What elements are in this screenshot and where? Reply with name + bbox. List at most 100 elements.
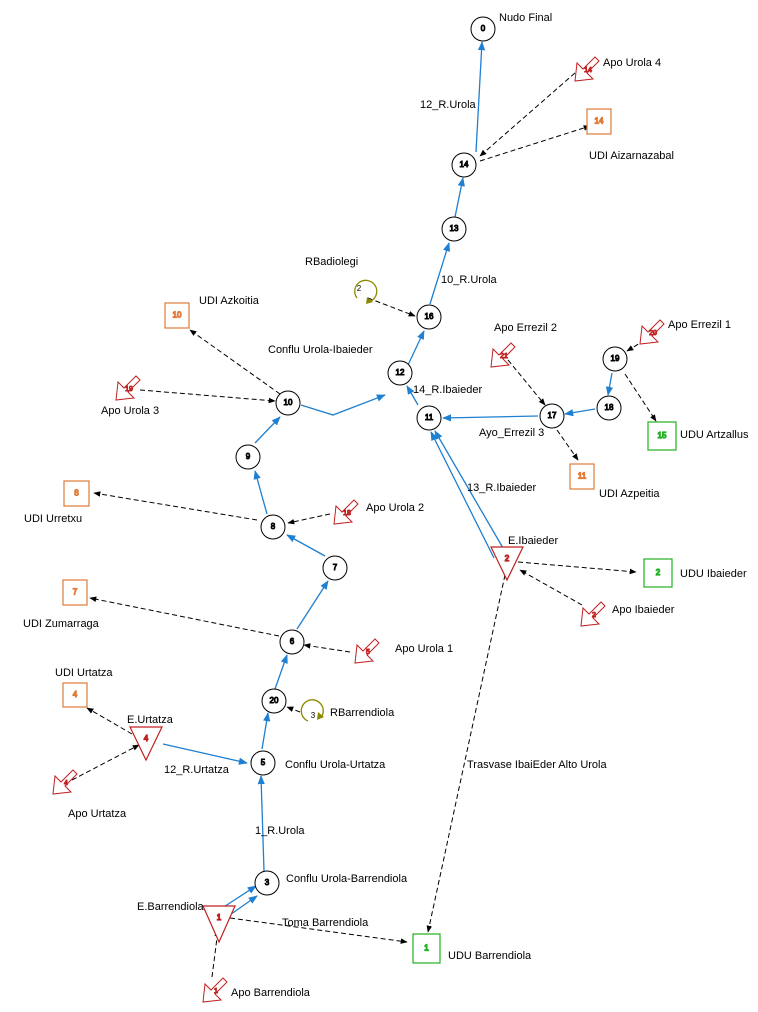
node-16[interactable]: 16 [416,304,442,330]
udi-box-14[interactable]: 14 [586,108,612,135]
dlink-a18-8[interactable] [287,513,331,525]
node-5[interactable]: 5 [250,750,276,776]
apo-20[interactable]: 20 [639,319,665,345]
svg-text:3: 3 [265,878,270,887]
node-17[interactable]: 17 [539,403,565,429]
node-0[interactable]: 0 [470,16,496,42]
dlink-10-b10[interactable] [189,329,281,395]
udu-box-1[interactable]: 1 [412,933,441,964]
reservoir-triangles: 1 2 4 [129,546,524,944]
svg-text:7: 7 [333,563,338,572]
svg-text:11: 11 [578,472,587,481]
udu-box-15[interactable]: 15 [647,421,677,451]
dlink-a19-10[interactable] [139,389,276,404]
label-10-r-urola: 10_R.Urola [441,274,498,286]
udi-box-8[interactable]: 8 [63,480,90,507]
apo-inflows: 14 19 18 5 4 1 2 20 21 [52,56,665,1003]
dlink-e1-g1[interactable] [229,917,408,944]
udi-box-10[interactable]: 10 [164,302,190,329]
reservoir-e1[interactable]: 1 [202,905,236,944]
apo-4[interactable]: 4 [52,769,78,795]
apo-2[interactable]: 2 [580,601,606,627]
label-nudo-final: Nudo Final [499,12,552,24]
node-10[interactable]: 10 [275,390,301,416]
udi-box-7[interactable]: 7 [62,579,88,606]
link-18-17[interactable] [564,408,596,417]
apo-14[interactable]: 14 [574,56,600,82]
link-14-0[interactable] [475,41,486,153]
node-19[interactable]: 19 [602,346,628,372]
dlink-a14-14[interactable] [479,72,576,157]
svg-text:19: 19 [611,354,620,363]
label-conflu-urola-urtatza: Conflu Urola-Urtatza [285,759,386,771]
svg-text:2: 2 [592,612,596,619]
small-reservoir-r2[interactable]: 2 [354,279,378,304]
dlink-19-g15[interactable] [624,373,657,422]
node-20[interactable]: 20 [261,688,287,714]
link-12-16[interactable] [407,330,425,366]
link-19-18[interactable] [605,372,614,396]
link-11-12[interactable] [406,385,419,406]
link-16-13[interactable] [429,242,451,305]
small-reservoir-r3[interactable]: 3 [300,699,324,722]
label-apo-errezil-2: Apo Errezil 2 [494,322,557,334]
dlink-a4-e4[interactable] [71,744,140,781]
link-5-20[interactable] [261,712,271,750]
dlink-r3-20[interactable] [286,706,301,713]
link-e2-11b[interactable] [434,430,504,549]
dlink-e2-g1[interactable] [426,574,506,933]
apo-19[interactable]: 19 [115,375,141,401]
node-8[interactable]: 8 [260,514,286,540]
dlink-a2-e2[interactable] [519,569,583,606]
node-7[interactable]: 7 [322,555,348,581]
label-12-r-urola: 12_R.Urola [420,99,477,111]
dlink-8-b8[interactable] [93,491,258,521]
link-e2-11a[interactable] [430,431,495,559]
node-6[interactable]: 6 [279,629,305,655]
apo-18[interactable]: 18 [333,499,359,525]
dlink-14-b14[interactable] [479,125,591,162]
svg-text:4: 4 [73,690,78,699]
svg-text:10: 10 [284,398,293,407]
dlink-e2-g2[interactable] [517,561,637,575]
svg-text:1: 1 [214,988,218,995]
svg-text:18: 18 [343,510,351,517]
reservoir-e2[interactable]: 2 [490,546,524,582]
dlink-6-b7[interactable] [89,596,280,637]
link-10-12[interactable] [300,394,386,416]
dlink-a5-6[interactable] [303,643,351,653]
dlink-r2-16[interactable] [367,297,416,317]
svg-text:5: 5 [261,758,266,767]
reservoir-e4[interactable]: 4 [129,726,163,762]
link-9-10[interactable] [254,416,281,444]
link-13-14[interactable] [454,177,465,218]
node-14[interactable]: 14 [451,152,477,178]
apo-1[interactable]: 1 [202,977,228,1003]
svg-text:14: 14 [460,160,469,169]
link-20-6[interactable] [274,654,288,690]
apo-5[interactable]: 5 [354,638,380,664]
node-11[interactable]: 11 [416,405,442,431]
node-3[interactable]: 3 [254,870,280,896]
dlink-a21-17[interactable] [507,359,546,406]
svg-text:5: 5 [366,649,370,656]
node-13[interactable]: 13 [441,216,467,242]
udi-box-11[interactable]: 11 [569,463,595,490]
udi-box-4[interactable]: 4 [62,682,88,708]
dlink-17-b11[interactable] [556,429,579,461]
link-17-11[interactable] [442,414,539,422]
dlink-e4-b4[interactable] [86,707,133,735]
node-12[interactable]: 12 [387,360,413,386]
apo-21[interactable]: 21 [490,342,516,368]
link-6-7[interactable] [296,580,329,630]
link-7-8[interactable] [286,534,326,557]
label-e-ibaieder: E.Ibaieder [508,535,558,547]
node-18[interactable]: 18 [596,395,622,421]
link-3-5[interactable] [257,775,265,872]
link-e4-5[interactable] [162,743,248,765]
label-e-urtatza: E.Urtatza [127,714,174,726]
udu-box-2[interactable]: 2 [643,558,673,588]
link-8-9[interactable] [253,470,268,515]
node-9[interactable]: 9 [235,444,261,470]
